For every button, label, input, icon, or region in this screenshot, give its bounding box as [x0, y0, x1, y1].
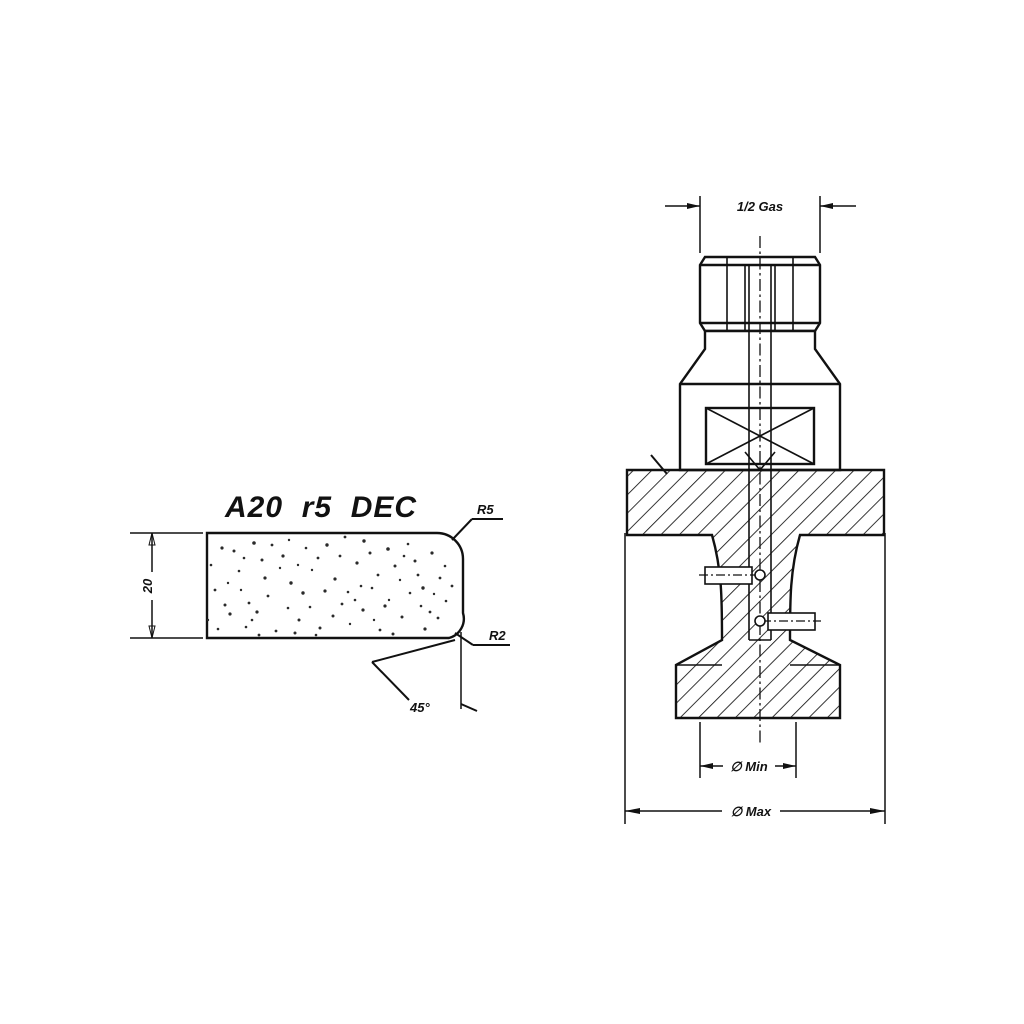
r2-label: R2 — [489, 628, 506, 643]
wheel-body-outline — [625, 468, 886, 720]
r2-leader: R2 — [454, 628, 510, 646]
segment-outline — [205, 531, 465, 640]
right-view-group: 1/2 Gas — [624, 196, 886, 824]
bore-min-dimension: ∅ Min — [699, 722, 797, 778]
segment-spec-note: A20 r5 DEC — [224, 491, 417, 524]
chamfer-angle-indication: 45° — [371, 632, 478, 715]
segment-height-value: 20 — [140, 578, 155, 594]
flange-corner-tick — [650, 454, 668, 475]
cross-holes — [699, 566, 821, 631]
bore-min-value: ∅ Min — [730, 759, 767, 774]
thread-size-value: 1/2 Gas — [737, 199, 783, 214]
thread-size-dimension: 1/2 Gas — [665, 196, 856, 253]
r5-leader: R5 — [451, 502, 503, 541]
left-view-group: A20 r5 DEC — [130, 491, 510, 715]
outside-max-dimension: ∅ Max — [624, 533, 886, 824]
central-bore — [744, 265, 776, 641]
abrasive-grit-texture — [206, 535, 454, 637]
hex-nut-coupling — [698, 255, 822, 333]
bore-cone-seat — [744, 451, 776, 472]
segment-height-dimension: 20 — [130, 532, 203, 639]
r5-label: R5 — [477, 502, 494, 517]
chamfer-angle-label: 45° — [409, 700, 430, 715]
outside-max-value: ∅ Max — [731, 804, 772, 819]
